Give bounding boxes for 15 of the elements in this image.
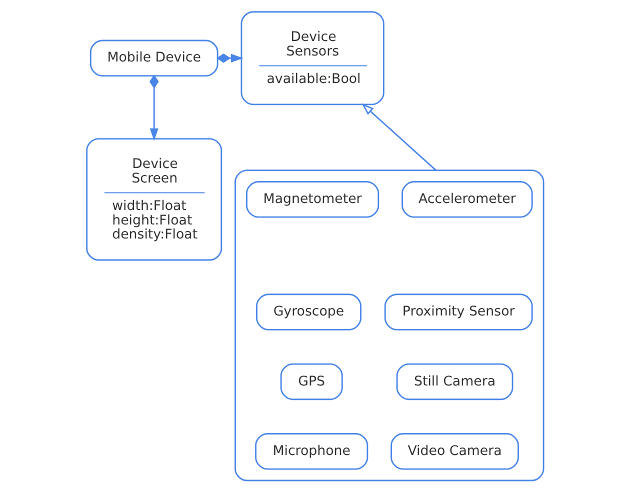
cluster (234, 170, 544, 482)
arrow (362, 103, 436, 171)
node-box: GPS (280, 363, 343, 400)
node-box: Gyroscope (256, 294, 362, 330)
arrow (216, 53, 244, 63)
node-box: Device Screen width:Float height:Float density:Float (86, 138, 222, 261)
node-box: Mobile Device (90, 40, 218, 77)
node-box: Device Sensors available:Bool (240, 11, 384, 106)
node-box: Microphone (255, 433, 368, 470)
node-box: Video Camera (390, 433, 519, 470)
arrow (149, 74, 159, 141)
node-box: Still Camera (396, 363, 514, 400)
node-box: Magnetometer (246, 181, 380, 218)
node-box: Accelerometer (402, 181, 533, 218)
node-box: Proximity Sensor (384, 294, 533, 330)
